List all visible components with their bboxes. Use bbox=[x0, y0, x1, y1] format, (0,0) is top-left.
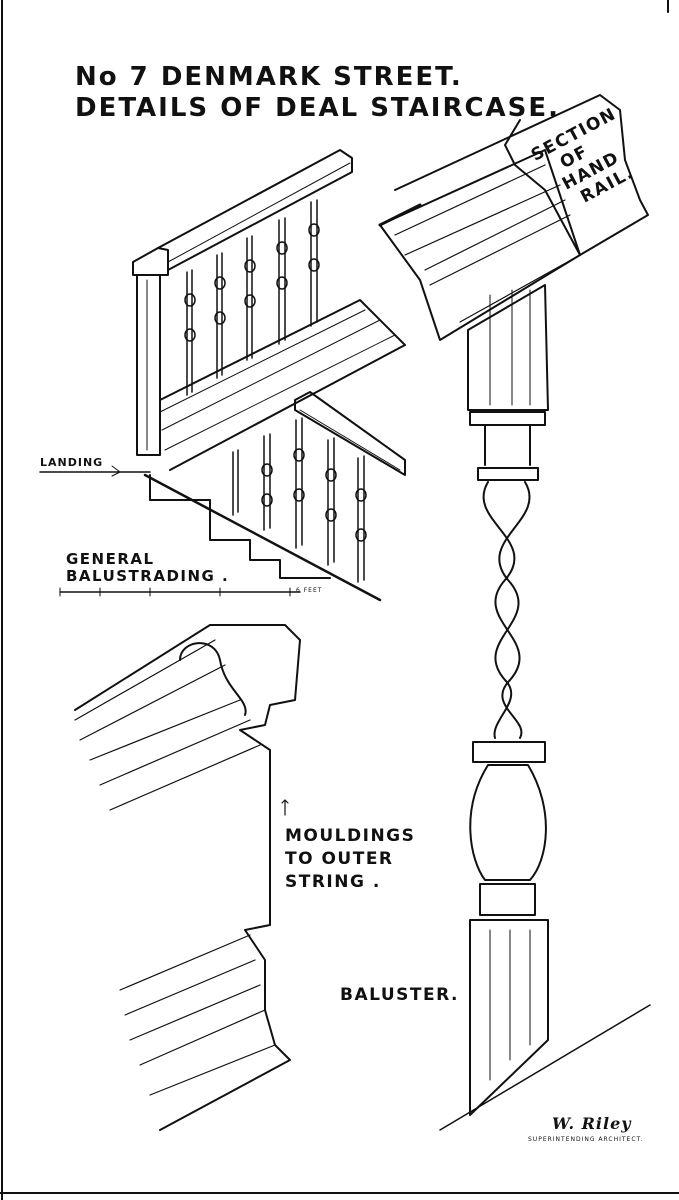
scale-feet-label: 6 FEET bbox=[296, 587, 323, 594]
general-balustrading-line-2: BALUSTRADING . bbox=[66, 567, 230, 585]
mouldings-line-1: MOULDINGS bbox=[285, 826, 416, 846]
general-balustrading-line-1: GENERAL bbox=[66, 550, 155, 568]
signature-name: W. Riley bbox=[552, 1114, 632, 1133]
mouldings-line-3: STRING . bbox=[285, 872, 381, 892]
signature-title: SUPERINTENDING ARCHITECT. bbox=[528, 1136, 644, 1143]
general-balustrading-drawing bbox=[39, 149, 406, 602]
title-line-2: DETAILS OF DEAL STAIRCASE. bbox=[75, 93, 561, 123]
handrail-section-drawing bbox=[378, 94, 649, 341]
mouldings-line-2: TO OUTER bbox=[285, 849, 394, 869]
landing-label: LANDING bbox=[40, 456, 104, 469]
title-line-1: No 7 DENMARK STREET. bbox=[75, 62, 463, 92]
baluster-drawing bbox=[439, 284, 651, 1131]
mouldings-drawing bbox=[74, 624, 301, 1131]
baluster-label: BALUSTER. bbox=[340, 985, 459, 1005]
